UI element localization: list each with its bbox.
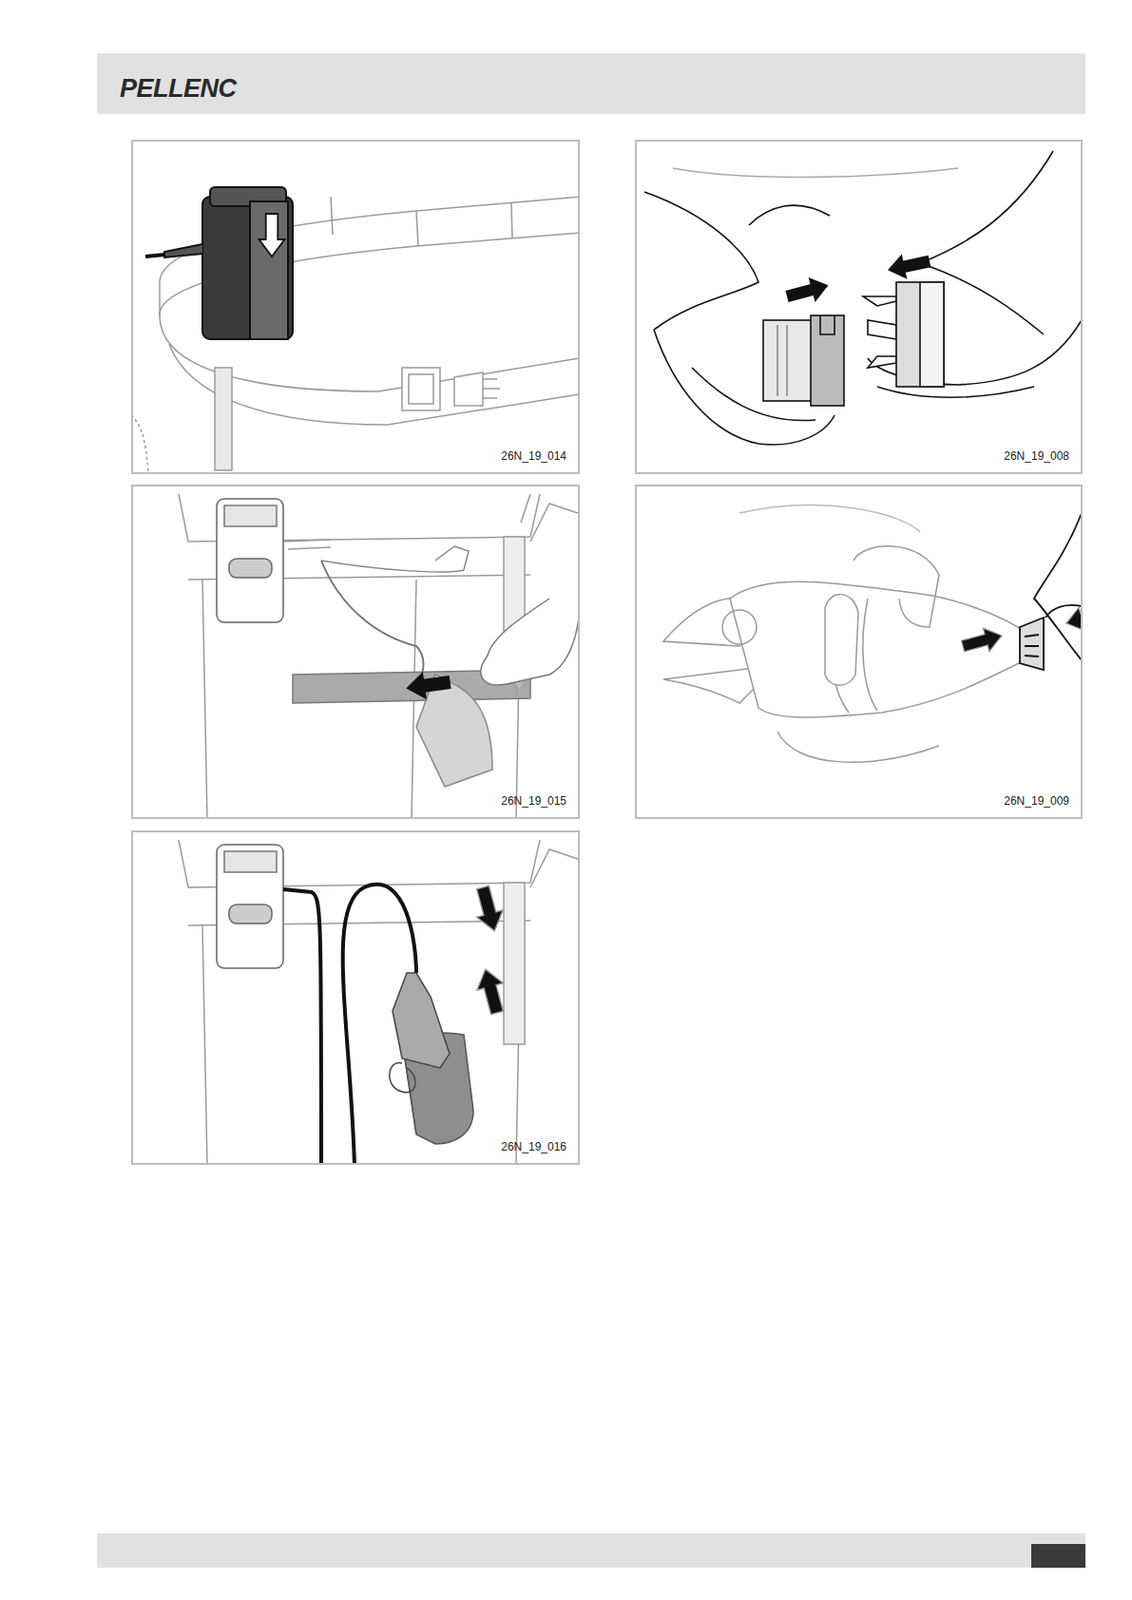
figure-code: 26N_19_014 <box>500 449 567 463</box>
footer-bar <box>96 1534 1086 1569</box>
figure-panel: 26N_19_016 <box>131 830 580 1166</box>
header-bar <box>96 53 1086 115</box>
figure-code: 26N_19_015 <box>500 794 567 808</box>
figure-code: 26N_19_009 <box>1003 794 1070 808</box>
figure-panel: 26N_19_009 <box>634 484 1083 820</box>
holster-strap-figure <box>178 494 578 818</box>
figure-panel: 26N_19_015 <box>131 484 580 820</box>
figure-panel: 26N_19_014 <box>131 139 580 475</box>
pruner-connector-figure <box>663 505 1082 763</box>
belt-battery-figure <box>133 187 578 473</box>
figure-code: 26N_19_016 <box>500 1140 567 1154</box>
figure-code: 26N_19_008 <box>1003 449 1070 463</box>
buckle-figure <box>644 151 1082 445</box>
figure-panel: 26N_19_008 <box>634 139 1083 475</box>
pruner-holster-figure <box>178 840 578 1164</box>
page-tab <box>1031 1544 1086 1569</box>
brand-logo: PELLENC <box>119 74 237 104</box>
